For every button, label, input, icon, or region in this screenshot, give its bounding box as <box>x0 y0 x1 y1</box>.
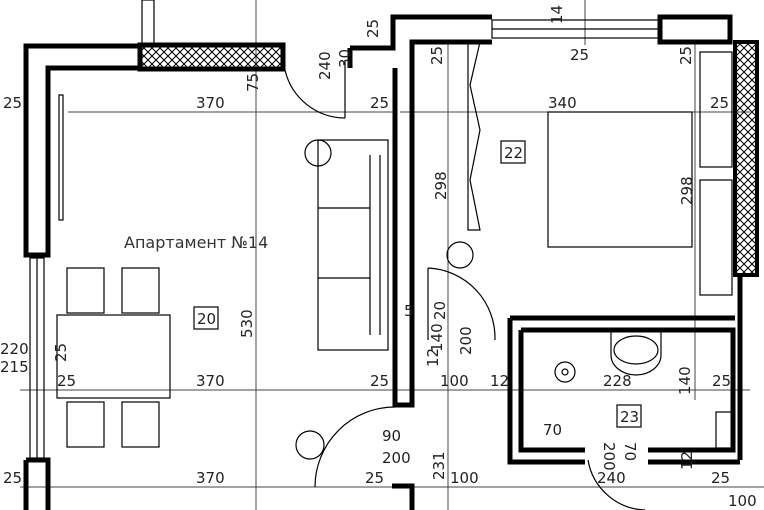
dimension-label: 70 <box>543 421 562 439</box>
dimension-label: 100 <box>440 372 469 390</box>
dimension-label: 240 <box>597 469 626 487</box>
dimension-label: 30 <box>336 49 354 68</box>
dimension-label: 25 <box>711 469 730 487</box>
room-number: 20 <box>197 310 216 328</box>
dimension-label: 25 <box>364 19 382 38</box>
chair <box>121 401 160 448</box>
dimension-label: 25 <box>365 469 384 487</box>
sofa <box>317 139 389 351</box>
dimension-label: 25 <box>677 46 695 65</box>
dimension-label: 530 <box>238 309 256 338</box>
dimension-label: 25 <box>712 372 731 390</box>
lamp-icon <box>295 430 325 460</box>
dimension-label: 298 <box>432 171 450 200</box>
dimension-label: 100 <box>450 469 479 487</box>
washer <box>715 411 733 449</box>
dimension-label: 200 <box>457 326 475 355</box>
dimension-label: 25 <box>3 94 22 112</box>
dimension-label: 25 <box>52 343 70 362</box>
dimension-label: 25 <box>3 469 22 487</box>
dimension-label: 25 <box>370 372 389 390</box>
room-tag-22: 22 <box>500 140 526 164</box>
lamp-icon <box>446 241 474 269</box>
lamp-icon <box>304 139 332 167</box>
bed <box>547 111 693 248</box>
chair <box>66 267 105 314</box>
sink <box>613 335 659 365</box>
dimension-label: 100 <box>728 492 757 510</box>
dining-table <box>56 314 171 399</box>
dimension-label: 14 <box>548 5 566 24</box>
dimension-label: 70 <box>621 442 639 461</box>
windows <box>29 0 661 459</box>
dimension-label: 231 <box>430 451 448 480</box>
apartment-title: Апартамент №14 <box>124 233 268 252</box>
dimension-label: 90 <box>382 427 401 445</box>
dimension-label: 5 <box>404 302 414 320</box>
furniture <box>56 41 733 460</box>
dimension-label: 25 <box>570 46 589 64</box>
hatched-wall <box>733 40 759 277</box>
dimension-label: 298 <box>678 176 696 205</box>
room-number: 22 <box>504 144 523 162</box>
dimension-label: 240 <box>316 51 334 80</box>
chair <box>121 267 160 314</box>
dimension-label: 200 <box>382 449 411 467</box>
dimension-label: 370 <box>196 469 225 487</box>
room-tag-23: 23 <box>616 404 642 428</box>
dimension-label: 228 <box>603 372 632 390</box>
dimension-label: 25 <box>370 94 389 112</box>
dimension-label: 25 <box>57 372 76 390</box>
room-tag-20: 20 <box>193 306 219 330</box>
doors <box>284 60 646 510</box>
dimension-label: 25 <box>710 94 729 112</box>
dimension-label: 370 <box>196 372 225 390</box>
dimension-label: 75 <box>244 73 262 92</box>
hatched-wall <box>137 42 286 72</box>
shower-drain <box>554 361 576 383</box>
dimension-label: 340 <box>548 94 577 112</box>
dimension-label: 140 <box>428 323 446 352</box>
chair <box>66 401 105 448</box>
dimension-label: 12 <box>490 372 509 390</box>
dimension-label: 370 <box>196 94 225 112</box>
dimension-label: 20 <box>431 301 449 320</box>
dimension-label: 140 <box>676 366 694 395</box>
dimension-label: 220 <box>0 340 29 358</box>
dimension-label: 12 <box>424 348 442 367</box>
dimension-label: 25 <box>428 46 446 65</box>
walls <box>23 14 759 510</box>
dimension-label: 215 <box>0 358 29 376</box>
wardrobe <box>467 41 481 231</box>
dimension-label: 200 <box>600 442 618 471</box>
room-number: 23 <box>620 408 639 426</box>
dimension-label: 12 <box>678 451 696 470</box>
